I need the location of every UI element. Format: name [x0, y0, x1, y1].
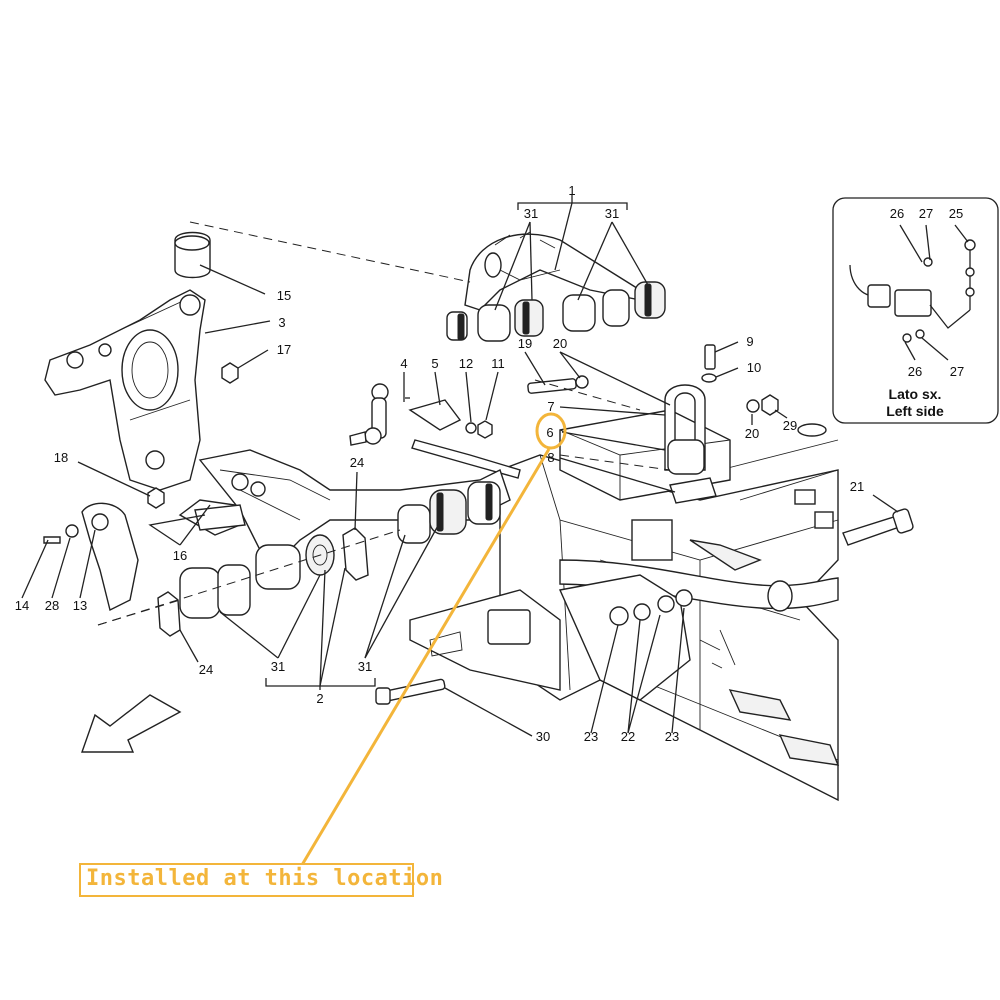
label-24: 24: [350, 455, 364, 470]
label-19: 19: [518, 336, 532, 351]
label-20: 20: [553, 336, 567, 351]
label-23: 23: [665, 729, 679, 744]
left-side-inset: [832, 197, 999, 424]
label-5: 5: [431, 356, 438, 371]
inset-label-26: 26: [890, 206, 904, 221]
inset-title-english: Left side: [886, 403, 944, 419]
inset-label-26: 26: [908, 364, 922, 379]
label-17: 17: [277, 342, 291, 357]
callout-text: Installed at this location: [86, 866, 444, 891]
hub-carrier: [44, 231, 241, 536]
label-2: 2: [316, 691, 323, 706]
clamp: [194, 504, 246, 531]
inset-title-italian: Lato sx.: [889, 386, 942, 402]
callout-box: [79, 863, 414, 897]
upper-wishbone: [446, 231, 666, 342]
label-28: 28: [45, 598, 59, 613]
inset-label-27: 27: [950, 364, 964, 379]
label-24: 24: [199, 662, 213, 677]
label-31: 31: [524, 206, 538, 221]
subframe-bracket: [409, 574, 693, 701]
label-4: 4: [400, 356, 407, 371]
lower-wishbone: [179, 449, 511, 619]
label-22: 22: [621, 729, 635, 744]
label-31: 31: [271, 659, 285, 674]
label-13: 13: [73, 598, 87, 613]
label-31: 31: [605, 206, 619, 221]
hardware: [43, 344, 914, 705]
label-6: 6: [546, 425, 553, 440]
stabiliser-bar-mount: [559, 384, 731, 504]
highlight-circle: [535, 412, 567, 450]
label-1: 1: [568, 183, 575, 198]
bushing-31-lower: [179, 481, 501, 619]
leader-lines: [21, 195, 899, 737]
label-10: 10: [747, 360, 761, 375]
label-20: 20: [745, 426, 759, 441]
bushing-31-upper: [446, 281, 666, 342]
label-31: 31: [358, 659, 372, 674]
label-15: 15: [277, 288, 291, 303]
front-direction-arrow: [81, 694, 182, 753]
inset-label-25: 25: [949, 206, 963, 221]
callout-leader-line: [300, 448, 551, 866]
center-lines: [97, 221, 671, 626]
label-29: 29: [783, 418, 797, 433]
label-9: 9: [746, 334, 753, 349]
label-21: 21: [850, 479, 864, 494]
part-labels: 1 31 31 15 3 17 9 10 19 20 4 5 12 11 7 6…: [15, 183, 964, 744]
label-12: 12: [459, 356, 473, 371]
label-16: 16: [173, 548, 187, 563]
label-8: 8: [547, 450, 554, 465]
label-7: 7: [547, 399, 554, 414]
inset-label-27: 27: [919, 206, 933, 221]
label-11: 11: [491, 356, 505, 371]
label-23: 23: [584, 729, 598, 744]
label-14: 14: [15, 598, 29, 613]
label-30: 30: [536, 729, 550, 744]
location-highlight: [300, 412, 567, 866]
label-3: 3: [278, 315, 285, 330]
label-18: 18: [54, 450, 68, 465]
